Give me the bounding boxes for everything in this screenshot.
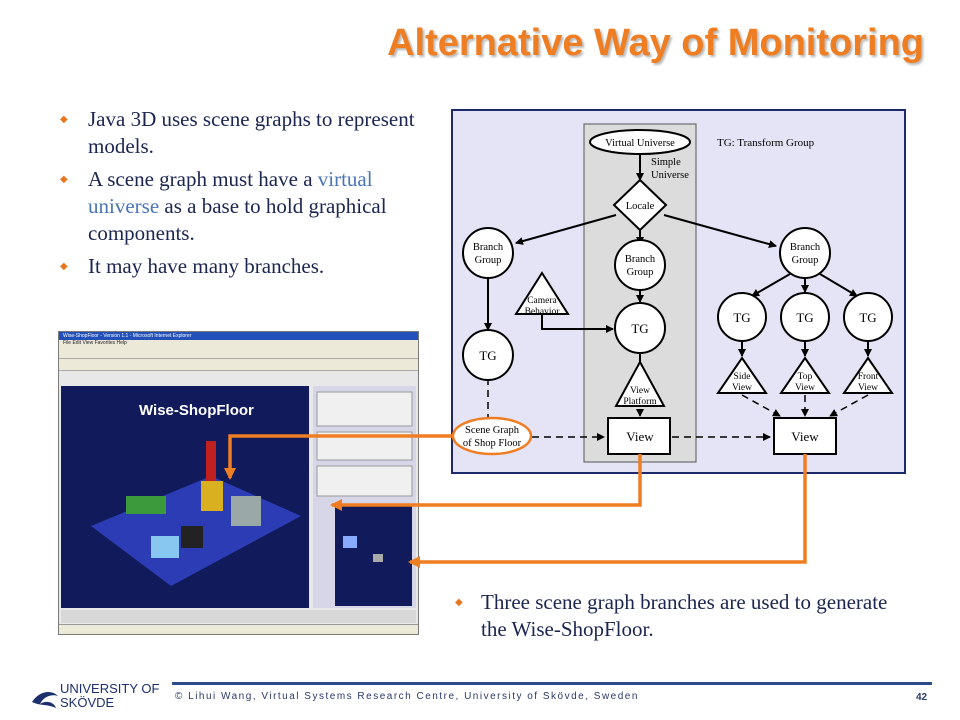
page-number: 42	[916, 692, 928, 703]
simple-universe-label: Simple	[651, 157, 681, 168]
bullet-text: as a base to hold graphical components.	[88, 194, 387, 245]
view-platform-node	[614, 359, 666, 407]
view-label: View	[791, 429, 819, 444]
branch-group-left	[462, 227, 514, 279]
footer-divider	[172, 682, 932, 685]
viewer-status-panel	[313, 386, 416, 608]
footer-credit: © Lihui Wang, Virtual Systems Research C…	[175, 691, 639, 702]
camera-behavior-label: Camera	[527, 296, 557, 306]
view-platform-label: View	[630, 386, 650, 396]
front-view-node	[842, 356, 894, 394]
scene-to-viewer-arrow	[224, 434, 452, 480]
screenshot-statusbar	[59, 624, 418, 634]
java3d-viewer: Wise-ShopFloor	[61, 386, 309, 608]
tg-top	[780, 292, 830, 342]
locale-node	[612, 178, 668, 232]
camera-behavior-node	[514, 271, 570, 315]
university-logo-text: UNIVERSITY OF SKÖVDE	[60, 682, 159, 710]
bottom-bullet-list: Three scene graph branches are used to g…	[455, 589, 895, 643]
bullet-item: Java 3D uses scene graphs to represent m…	[60, 106, 430, 160]
locale-label: Locale	[626, 201, 655, 212]
branch-group-right	[779, 227, 831, 279]
legend-text: TG: Transform Group	[717, 137, 815, 149]
logo-line: UNIVERSITY OF	[60, 681, 160, 696]
scene-graph-label: Scene Graph	[465, 425, 520, 436]
bullet-item: It may have many branches.	[60, 253, 430, 280]
tg-label: TG	[631, 321, 648, 336]
screenshot-titlebar: Wise-ShopFloor - Version 1.1 - Microsoft…	[59, 332, 418, 340]
tg-label: TG	[479, 348, 496, 363]
shopfloor-scene	[91, 441, 301, 586]
view-to-side-panel-arrow	[330, 454, 642, 511]
view-label: View	[626, 429, 654, 444]
branch-group-label: Group	[792, 255, 819, 266]
bullet-list: Java 3D uses scene graphs to represent m…	[60, 106, 430, 286]
dashed-edges	[487, 378, 869, 441]
viewer-title: Wise-ShopFloor	[139, 402, 254, 419]
tg-center	[614, 302, 666, 354]
view-node-right	[773, 417, 837, 455]
slide-title: Alternative Way of Monitoring	[387, 22, 924, 64]
side-view-node	[716, 356, 768, 394]
branch-group-label: Group	[627, 267, 654, 278]
tg-label: TG	[733, 310, 750, 325]
scene-graph-label: of Shop Floor	[463, 438, 522, 449]
branch-group-label: Branch	[625, 254, 656, 265]
screenshot-menubar: File Edit View Favorites Help	[59, 340, 418, 347]
top-view-label: Top	[798, 372, 813, 382]
view-node-center	[607, 417, 671, 455]
bullet-text: A scene graph must have a	[88, 167, 318, 191]
controller-panel	[61, 610, 416, 623]
panel-graphics	[316, 391, 413, 606]
tg-left	[462, 329, 514, 381]
side-view-label: View	[732, 383, 752, 393]
branch-group-label: Branch	[473, 242, 504, 253]
logo-line: SKÖVDE	[60, 695, 115, 710]
virtual-universe-label: Virtual Universe	[605, 138, 675, 149]
view-to-secondary-viewer-arrow	[408, 454, 807, 568]
tg-label: TG	[859, 310, 876, 325]
node-labels: Virtual Universe Simple Universe Locale …	[463, 138, 879, 449]
screenshot-toolbar	[59, 347, 418, 359]
bullet-item: Three scene graph branches are used to g…	[455, 589, 895, 643]
front-view-label: Front	[858, 372, 879, 382]
side-view-label: Side	[734, 372, 751, 382]
bullet-item: A scene graph must have a virtual univer…	[60, 166, 430, 247]
screenshot-toolbar-2	[59, 359, 418, 371]
tg-side	[717, 292, 767, 342]
branch-group-label: Group	[475, 255, 502, 266]
virtual-universe-node	[589, 129, 691, 155]
tg-front	[843, 292, 893, 342]
camera-behavior-label: Behavior	[525, 307, 561, 317]
branch-group-label: Branch	[790, 242, 821, 253]
nodes	[462, 129, 894, 455]
simple-universe-label: Universe	[651, 170, 689, 181]
view-platform-label: Platform	[623, 396, 657, 407]
orange-arrows	[224, 434, 807, 568]
top-view-label: View	[795, 383, 815, 393]
scene-graph-shop-floor-node	[451, 416, 533, 456]
virtual-universe-highlight: virtual universe	[88, 167, 373, 218]
app-screenshot: Wise-ShopFloor - Version 1.1 - Microsoft…	[58, 331, 419, 635]
front-view-label: View	[858, 383, 878, 393]
university-logo-icon	[32, 692, 58, 708]
top-view-node	[779, 356, 831, 394]
branch-group-center	[614, 239, 666, 291]
tg-label: TG	[796, 310, 813, 325]
